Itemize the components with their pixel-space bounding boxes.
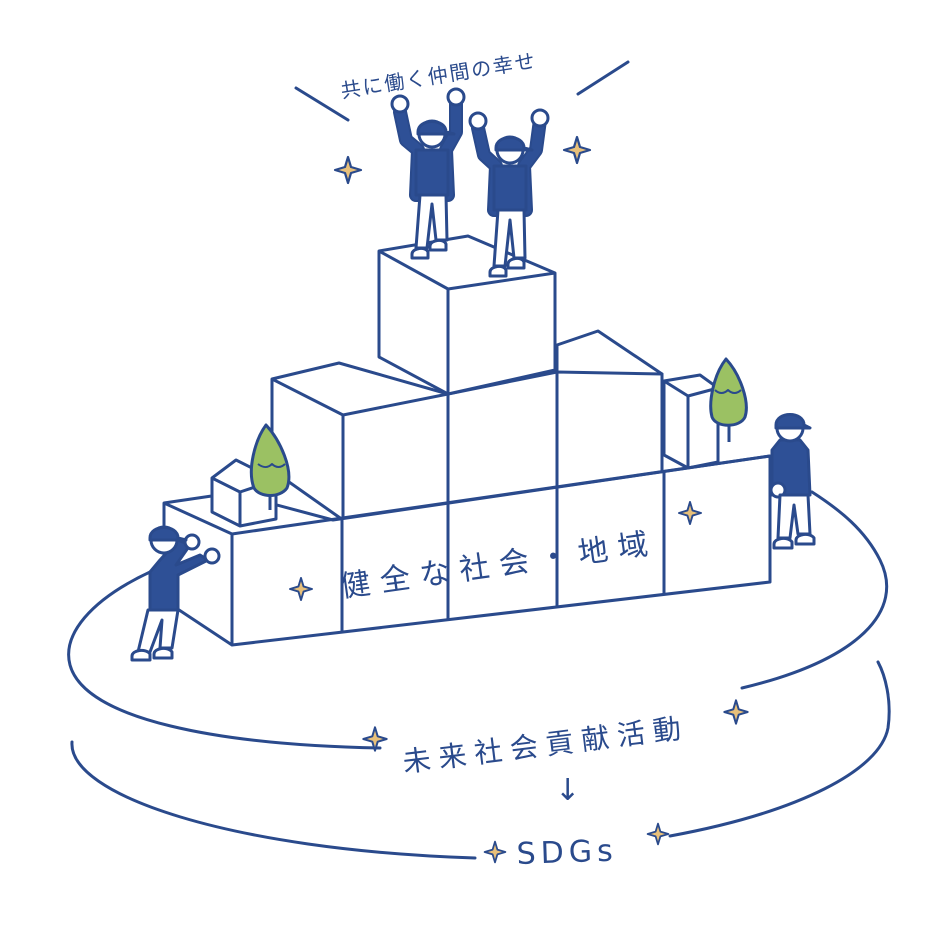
sparkle-icon — [483, 840, 507, 864]
person-icon — [468, 108, 550, 278]
block-small-right — [662, 373, 720, 470]
block-edge — [231, 454, 771, 536]
sparkle-icon — [562, 135, 592, 165]
tree-icon — [709, 357, 748, 442]
person-icon — [390, 87, 466, 260]
upper-band-left — [67, 570, 382, 750]
sdgs-label: SDGs — [516, 833, 618, 872]
block-edge — [271, 377, 344, 417]
arrow-label: ↓ — [555, 773, 580, 808]
sparkle-icon — [333, 155, 363, 185]
block-middle-left — [270, 361, 450, 522]
sparkle-icon — [646, 822, 670, 846]
lower-band-right — [668, 660, 891, 838]
top-label: 共に働く仲間の幸せ — [339, 48, 538, 103]
block-pyramid — [162, 234, 772, 647]
block-edge — [342, 392, 449, 417]
person-icon — [769, 413, 816, 550]
block-edge — [163, 501, 233, 536]
top-label-rays — [294, 60, 630, 122]
lower-band-left — [70, 740, 477, 860]
block-top — [377, 234, 557, 396]
block-edge — [447, 271, 556, 291]
bottom-label: 未来社会貢献活動 — [401, 711, 691, 779]
orbit-bands — [67, 490, 891, 860]
block-edge — [663, 379, 689, 398]
block-edge — [378, 249, 449, 291]
upper-band-right — [740, 490, 889, 690]
tree-icon — [249, 423, 291, 510]
sparkle-icon — [723, 699, 749, 725]
person-icon — [130, 525, 221, 662]
